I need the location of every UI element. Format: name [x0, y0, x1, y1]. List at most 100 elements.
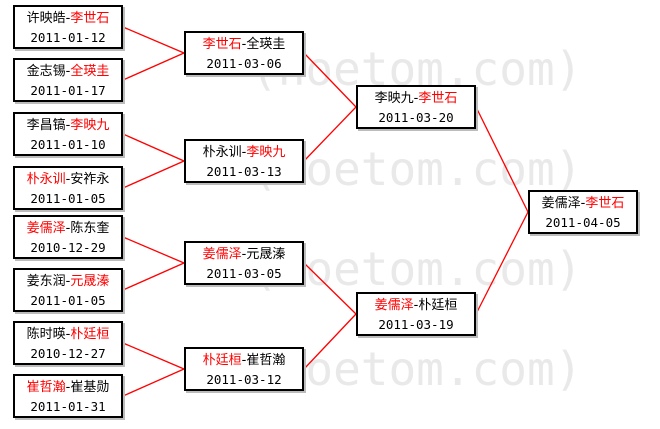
bracket-connector-line [122, 368, 185, 397]
watermark-text: (hoetom.com) [250, 242, 582, 296]
player-name: 陈东奎 [70, 221, 110, 236]
player-name: 崔哲瀚 [246, 353, 286, 368]
match-players: 朴永训-李映九 [186, 143, 302, 162]
player-separator: - [65, 64, 71, 79]
match-date: 2011-01-17 [30, 83, 106, 98]
player-name: 姜儒泽 [202, 247, 242, 262]
match-box: 陈时暎-朴廷桓 2010-12-27 [13, 321, 123, 365]
match-players: 朴廷桓-崔哲瀚 [186, 351, 302, 370]
player-separator: - [580, 196, 586, 211]
player-name: 李世石 [585, 196, 625, 211]
match-date: 2011-01-31 [30, 399, 106, 414]
match-date: 2010-12-27 [30, 346, 106, 361]
match-players: 姜东润-元晟溱 [15, 272, 121, 291]
player-separator: - [65, 274, 71, 289]
match-box: 朴永训-李映九 2011-03-13 [184, 139, 304, 183]
player-name: 李昌镐 [26, 118, 66, 133]
player-name: 李映九 [374, 91, 414, 106]
match-players: 李昌镐-李映九 [15, 116, 121, 135]
match-box: 姜儒泽-元晟溱 2011-03-05 [184, 241, 304, 285]
match-players: 姜儒泽-朴廷桓 [358, 296, 474, 315]
player-name: 全瑛圭 [70, 64, 110, 79]
player-name: 姜东润 [26, 274, 66, 289]
player-separator: - [65, 118, 71, 133]
player-name: 姜儒泽 [374, 298, 414, 313]
player-separator: - [65, 380, 71, 395]
player-separator: - [241, 37, 247, 52]
player-name: 元晟溱 [70, 274, 110, 289]
player-separator: - [241, 353, 247, 368]
player-name: 金志锡 [26, 64, 66, 79]
player-name: 李世石 [70, 11, 110, 26]
player-name: 姜儒泽 [26, 221, 66, 236]
match-players: 朴永训-安祚永 [15, 170, 121, 189]
player-separator: - [413, 298, 419, 313]
match-date: 2011-01-12 [30, 30, 106, 45]
match-players: 姜儒泽-元晟溱 [186, 245, 302, 264]
match-box: 崔哲瀚-崔基勋 2011-01-31 [13, 374, 123, 418]
player-name: 全瑛圭 [246, 37, 286, 52]
player-name: 朴永训 [26, 172, 66, 187]
match-date: 2011-03-13 [206, 164, 282, 179]
player-separator: - [413, 91, 419, 106]
player-name: 李世石 [202, 37, 242, 52]
player-name: 朴廷桓 [418, 298, 458, 313]
player-name: 朴廷桓 [70, 327, 110, 342]
match-box: 姜儒泽-陈东奎 2010-12-29 [13, 215, 123, 259]
match-players: 姜儒泽-陈东奎 [15, 219, 121, 238]
bracket-connector-line [303, 262, 357, 315]
bracket-connector-line [122, 26, 185, 54]
match-date: 2011-01-05 [30, 191, 106, 206]
match-box: 姜儒泽-李世石 2011-04-05 [528, 190, 638, 234]
player-name: 朴永训 [202, 145, 242, 160]
player-separator: - [65, 221, 71, 236]
bracket-connector-line [303, 106, 357, 162]
player-name: 李映九 [246, 145, 286, 160]
player-separator: - [65, 327, 71, 342]
match-date: 2011-03-20 [378, 110, 454, 125]
bracket-connector-line [475, 106, 529, 213]
match-players: 许映皓-李世石 [15, 9, 121, 28]
match-date: 2011-03-12 [206, 372, 282, 387]
bracket-connector-line [122, 342, 185, 370]
player-separator: - [65, 172, 71, 187]
watermark-text: (hoetom.com) [250, 342, 582, 396]
player-name: 陈时暎 [26, 327, 66, 342]
player-name: 许映皓 [26, 11, 66, 26]
bracket-connector-line [475, 211, 529, 315]
player-name: 安祚永 [70, 172, 110, 187]
player-name: 元晟溱 [246, 247, 286, 262]
match-date: 2010-12-29 [30, 240, 106, 255]
match-date: 2011-03-05 [206, 266, 282, 281]
bracket-connector-line [122, 133, 185, 162]
match-players: 崔哲瀚-崔基勋 [15, 378, 121, 397]
match-date: 2011-03-19 [378, 317, 454, 332]
match-players: 陈时暎-朴廷桓 [15, 325, 121, 344]
match-date: 2011-04-05 [545, 215, 621, 230]
match-box: 金志锡-全瑛圭 2011-01-17 [13, 58, 123, 102]
player-name: 李世石 [418, 91, 458, 106]
watermark-text: (hoetom.com) [250, 142, 582, 196]
match-date: 2011-01-05 [30, 293, 106, 308]
match-box: 朴永训-安祚永 2011-01-05 [13, 166, 123, 210]
bracket-connector-line [122, 52, 185, 81]
match-box: 许映皓-李世石 2011-01-12 [13, 5, 123, 49]
player-separator: - [65, 11, 71, 26]
player-separator: - [241, 247, 247, 262]
bracket-connector-line [303, 313, 357, 370]
match-box: 姜东润-元晟溱 2011-01-05 [13, 268, 123, 312]
match-players: 李映九-李世石 [358, 89, 474, 108]
match-players: 姜儒泽-李世石 [530, 194, 636, 213]
player-name: 姜儒泽 [541, 196, 581, 211]
match-box: 朴廷桓-崔哲瀚 2011-03-12 [184, 347, 304, 391]
bracket-connector-line [122, 262, 185, 291]
bracket-connector-line [122, 160, 185, 189]
match-players: 金志锡-全瑛圭 [15, 62, 121, 81]
player-separator: - [241, 145, 247, 160]
player-name: 崔哲瀚 [26, 380, 66, 395]
player-name: 崔基勋 [70, 380, 110, 395]
